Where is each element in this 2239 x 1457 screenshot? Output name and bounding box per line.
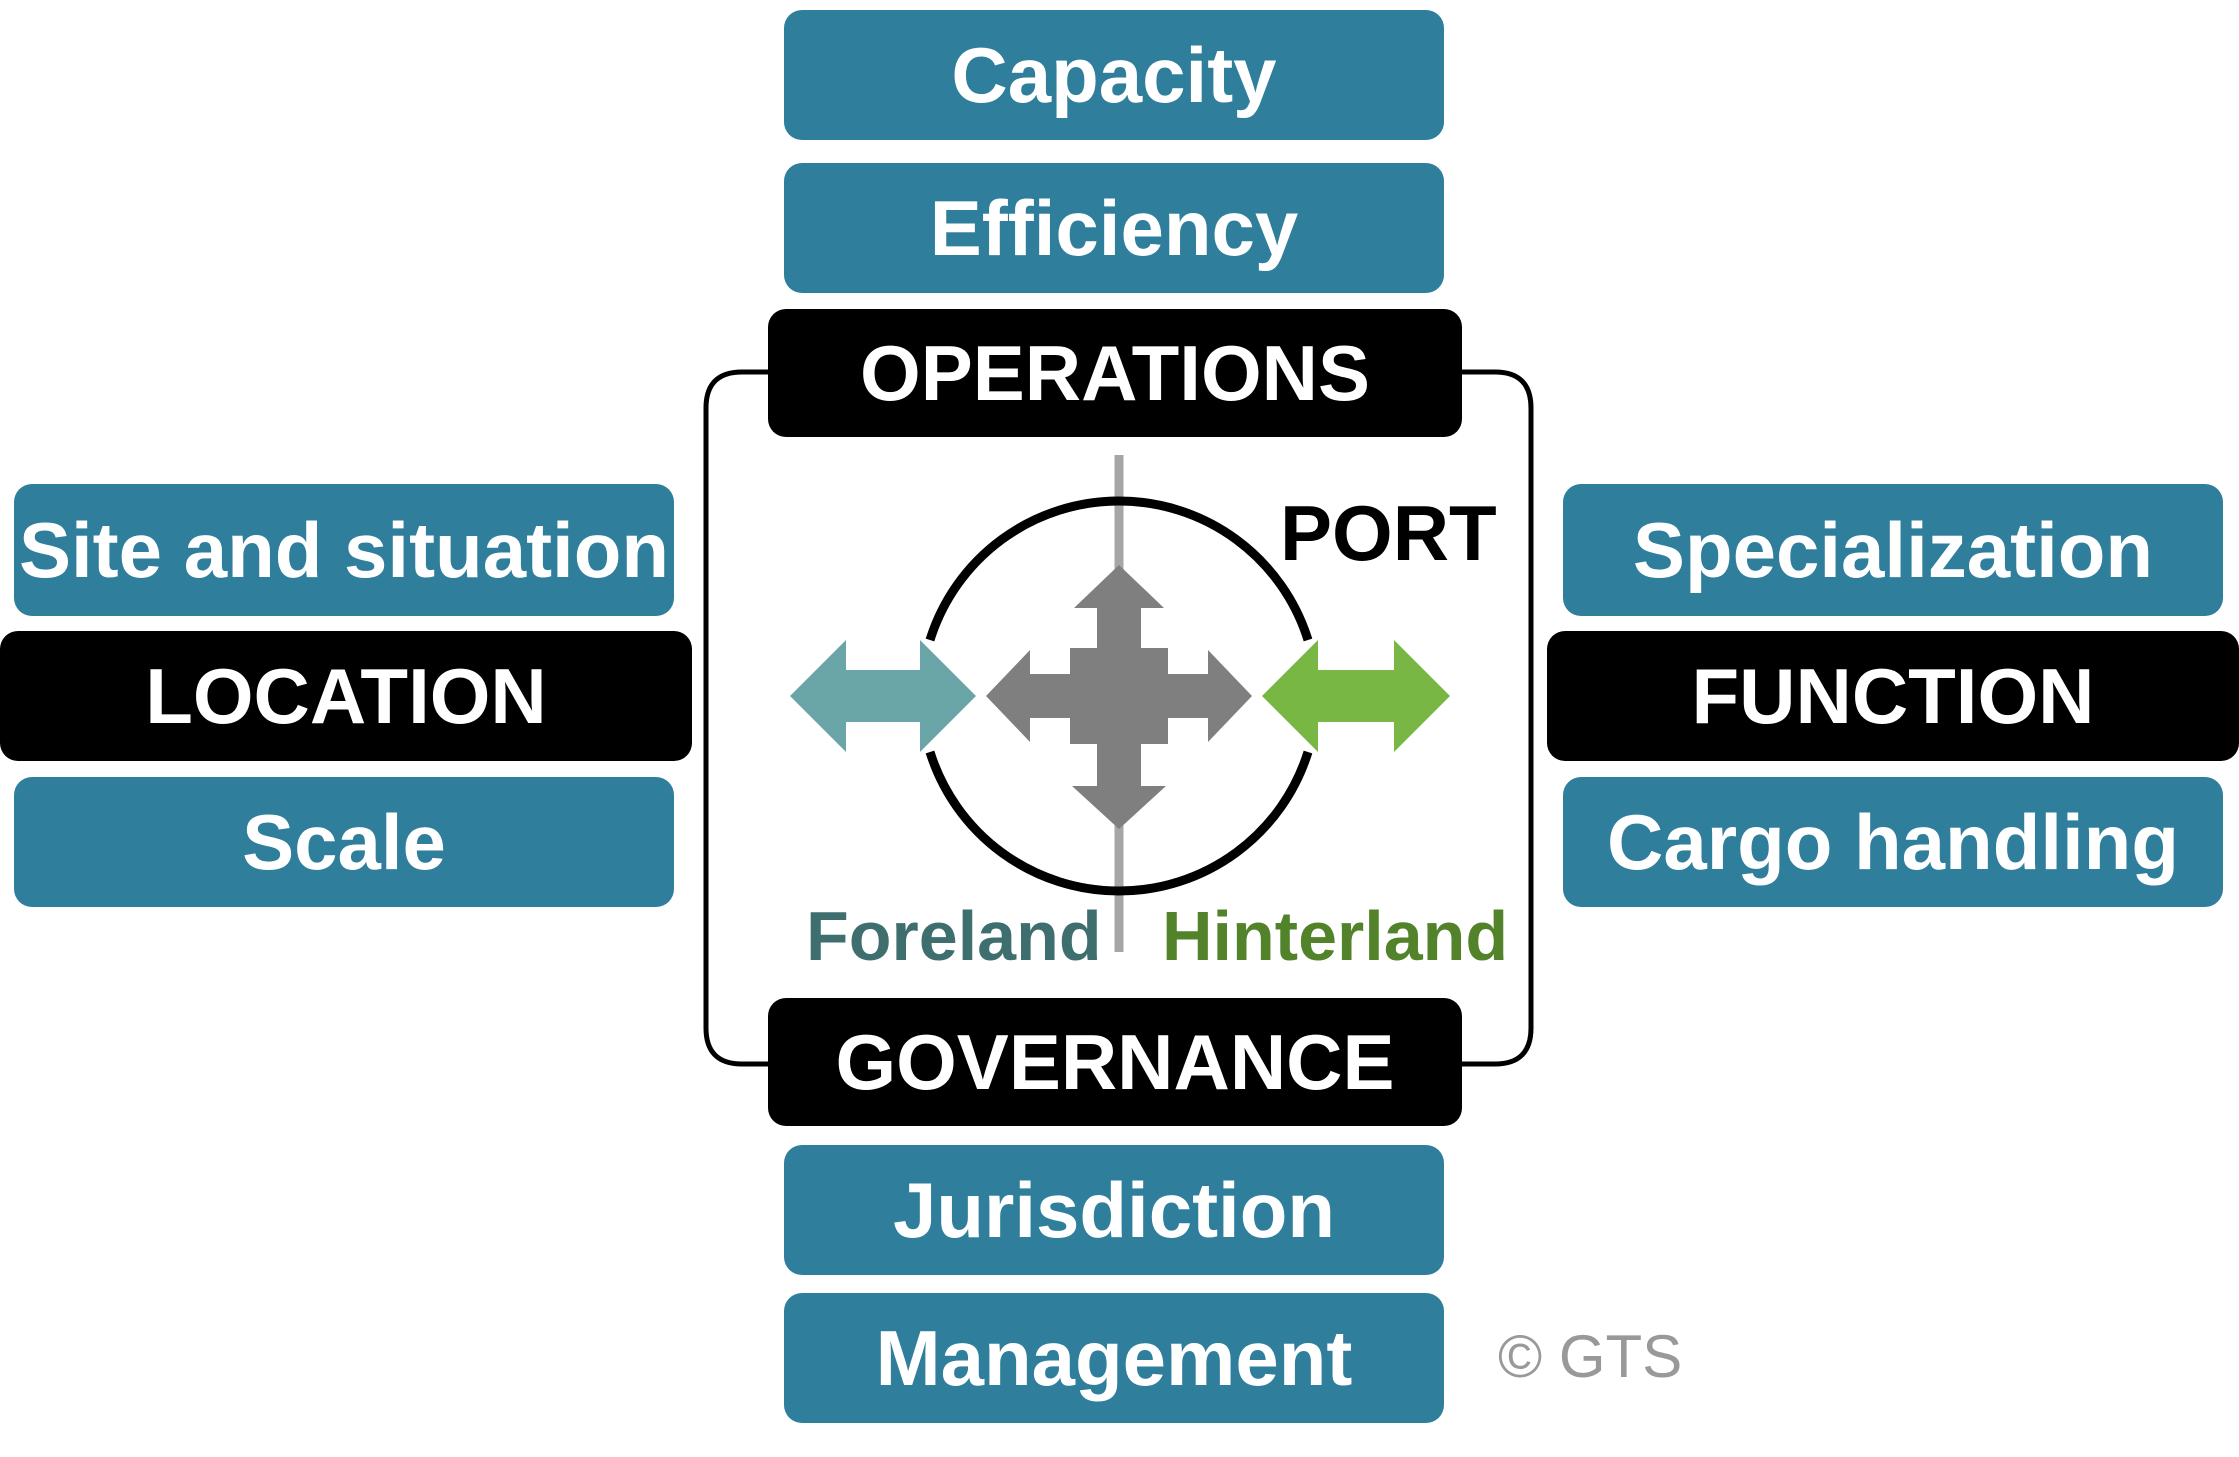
four-way-arrow-icon: [986, 565, 1252, 829]
location-header: LOCATION: [0, 631, 692, 761]
management-box: Management: [784, 1293, 1444, 1423]
port-label: PORT: [1280, 489, 1497, 577]
copyright-text: © GTS: [1498, 1323, 1683, 1390]
governance-header: GOVERNANCE: [768, 998, 1462, 1126]
jurisdiction-box: Jurisdiction: [784, 1145, 1444, 1275]
scale-box: Scale: [14, 777, 674, 907]
operations-header: OPERATIONS: [768, 309, 1462, 437]
connector-frame: [703, 369, 1534, 1067]
port-circle-icon: [925, 496, 1313, 896]
capacity-box: Capacity: [784, 10, 1444, 140]
specialization-box: Specialization: [1563, 484, 2223, 616]
cargo-handling-box: Cargo handling: [1563, 777, 2223, 907]
function-header: FUNCTION: [1547, 631, 2239, 761]
hinterland-double-arrow-icon: [1262, 640, 1450, 752]
foreland-double-arrow-icon: [790, 640, 976, 752]
site-and-situation-box: Site and situation: [14, 484, 674, 616]
foreland-label: Foreland: [806, 897, 1102, 975]
efficiency-box: Efficiency: [784, 163, 1444, 293]
hinterland-label: Hinterland: [1162, 897, 1509, 975]
